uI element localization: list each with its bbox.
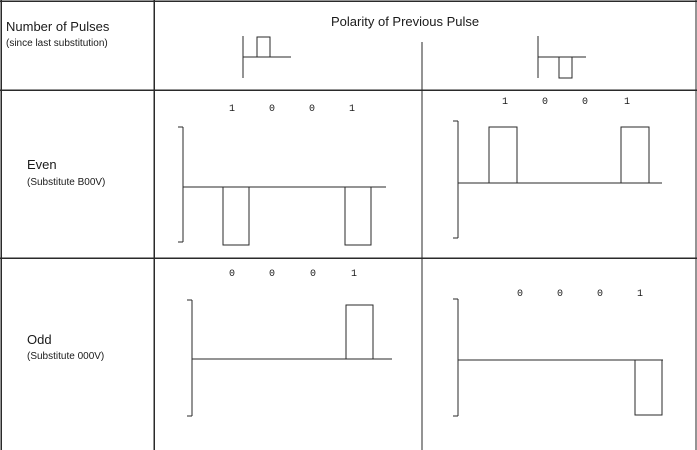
row-label-odd: Odd [27, 332, 52, 347]
bit-label: 1 [229, 104, 236, 115]
bit-label: 0 [309, 104, 316, 115]
bit-label: 1 [351, 269, 358, 280]
positive-pulse [488, 126, 518, 184]
bit-label: 0 [229, 269, 236, 280]
bit-label: 0 [557, 289, 564, 300]
bit-label: 1 [637, 289, 644, 300]
positive-pulse [345, 304, 374, 360]
row-sublabel-odd: (Substitute 000V) [27, 351, 105, 362]
bit-label: 1 [349, 104, 356, 115]
bit-label: 0 [517, 289, 524, 300]
bit-label: 0 [582, 97, 589, 108]
negative-pulse-icon [558, 56, 573, 79]
bit-label: 1 [502, 97, 509, 108]
negative-pulse [344, 186, 372, 246]
row-label-even: Even [27, 157, 57, 172]
row-header-sublabel: (since last substitution) [6, 38, 108, 49]
bit-label: 1 [624, 97, 631, 108]
column-header-title: Polarity of Previous Pulse [331, 14, 480, 29]
row-header-label: Number of Pulses [6, 19, 110, 34]
negative-pulse [634, 359, 663, 416]
bit-label: 0 [269, 269, 276, 280]
bit-label: 0 [269, 104, 276, 115]
bit-label: 0 [310, 269, 317, 280]
row-sublabel-even: (Substitute B00V) [27, 177, 106, 188]
negative-pulse [222, 186, 250, 246]
positive-pulse [620, 126, 650, 184]
positive-pulse-icon [256, 36, 271, 58]
bit-label: 0 [597, 289, 604, 300]
bit-label: 0 [542, 97, 549, 108]
